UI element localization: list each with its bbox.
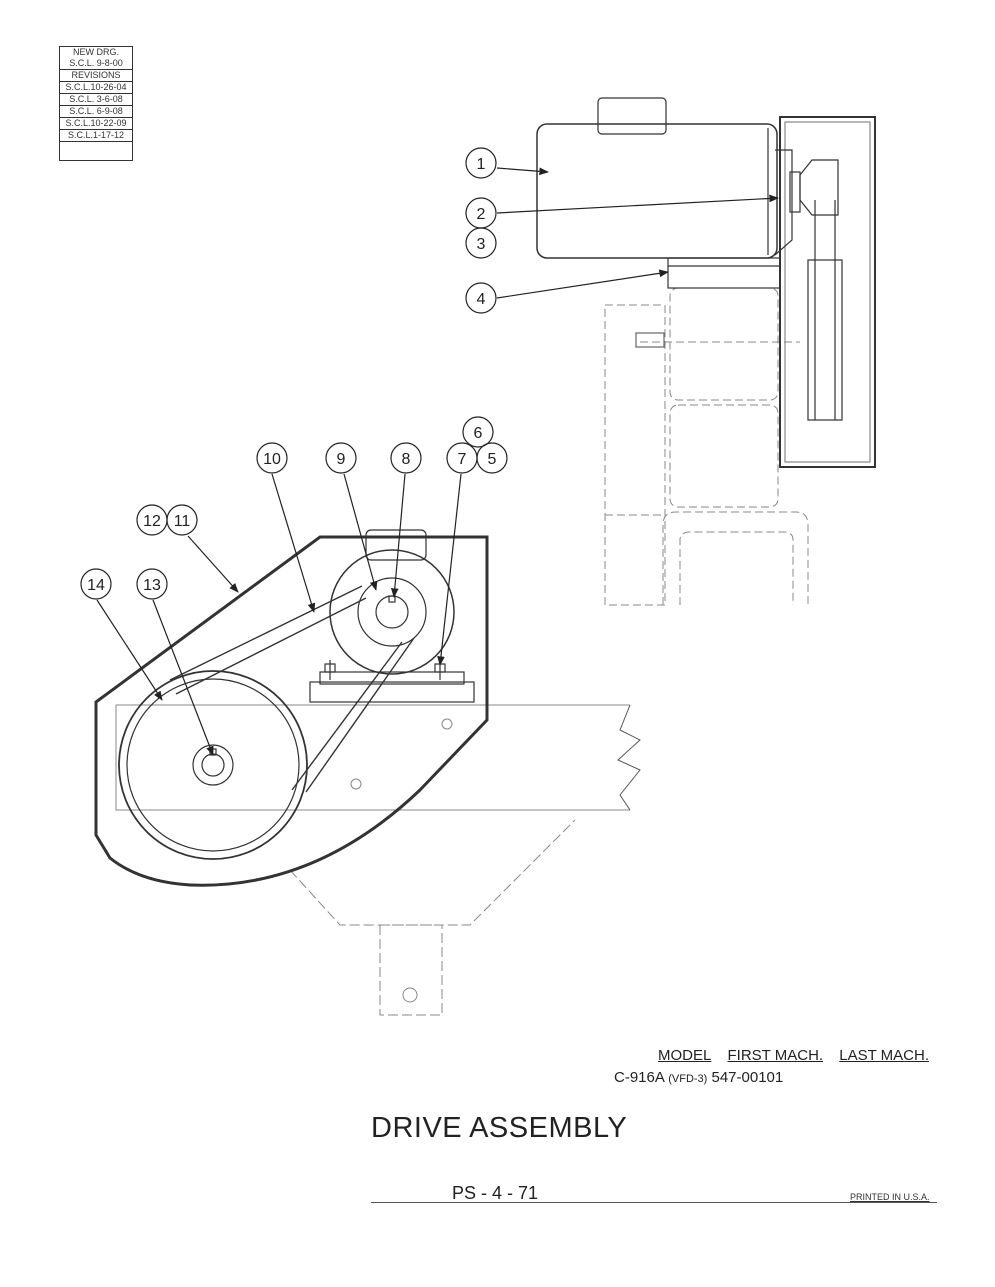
side-motor <box>536 123 778 259</box>
revision-empty-row <box>60 141 132 160</box>
motor-junction-box <box>365 529 427 561</box>
leader-line-1 <box>496 167 549 176</box>
v-belt <box>169 585 415 793</box>
model-table-header: MODEL FIRST MACH. LAST MACH. <box>658 1047 941 1064</box>
revision-entry: S.C.L.10-26-04 <box>60 81 132 93</box>
callout-circle-1 <box>465 147 497 179</box>
callout-number-3: 3 <box>477 236 486 253</box>
callout-number-13: 13 <box>143 577 161 594</box>
leader-line-14 <box>96 599 163 701</box>
revision-header-line-1: NEW DRG. <box>73 47 119 57</box>
large-sheave <box>118 670 308 860</box>
callout-number-5: 5 <box>488 451 497 468</box>
revision-header-line-2: S.C.L. 9-8-00 <box>69 58 123 68</box>
side-shaft-stub <box>635 332 665 348</box>
belt-guard <box>94 535 489 887</box>
callout-number-10: 10 <box>263 451 281 468</box>
revisions-label: REVISIONS <box>60 69 132 81</box>
callout-number-2: 2 <box>477 206 486 223</box>
leader-line-4 <box>496 269 669 299</box>
callout-circle-10 <box>256 442 288 474</box>
leader-line-7 <box>437 473 462 666</box>
callout-number-4: 4 <box>477 291 486 308</box>
callout-circle-7 <box>446 442 478 474</box>
callout-number-7: 7 <box>458 451 467 468</box>
revision-block: NEW DRG. S.C.L. 9-8-00 REVISIONS S.C.L.1… <box>59 46 133 161</box>
callout-number-6: 6 <box>474 425 483 442</box>
first-mach-column-header: FIRST MACH. <box>727 1047 824 1064</box>
callout-circle-14 <box>80 568 112 600</box>
callout-number-14: 14 <box>87 577 105 594</box>
callout-circle-9 <box>325 442 357 474</box>
revision-entry: S.C.L. 3-6-08 <box>60 93 132 105</box>
leader-line-8 <box>390 473 406 598</box>
revision-entry: S.C.L.1-17-12 <box>60 129 132 141</box>
callout-circle-4 <box>465 282 497 314</box>
side-belt-guard <box>779 116 876 468</box>
side-motor-junction-box <box>597 97 667 135</box>
drawing-title: DRIVE ASSEMBLY <box>371 1112 628 1144</box>
motor-base <box>309 681 475 703</box>
model-value: C-916A <box>614 1069 665 1086</box>
motor-body <box>329 549 455 675</box>
callout-circle-8 <box>390 442 422 474</box>
model-suffix: (VFD-3) <box>668 1073 708 1085</box>
revision-entry: S.C.L. 6-9-08 <box>60 105 132 117</box>
side-driven-sheave <box>807 259 843 421</box>
leader-line-2 <box>496 194 779 214</box>
side-view-frame <box>604 287 809 606</box>
first-mach-value: 547-00101 <box>711 1069 784 1086</box>
page-number: PS - 4 - 71 <box>452 1183 539 1203</box>
callout-number-1: 1 <box>477 156 486 173</box>
callout-circle-13 <box>136 568 168 600</box>
callout-circle-3 <box>465 227 497 259</box>
front-view <box>94 529 641 1016</box>
leader-line-11-12 <box>187 535 239 593</box>
model-table-row: C-916A (VFD-3) 547-00101 <box>614 1069 783 1086</box>
leader-line-10 <box>271 473 316 613</box>
callout-number-8: 8 <box>402 451 411 468</box>
callout-number-12: 12 <box>143 513 161 530</box>
side-motor-base <box>667 257 781 289</box>
side-view <box>536 97 876 606</box>
callout-number-9: 9 <box>337 451 346 468</box>
revision-entry: S.C.L.10-22-09 <box>60 117 132 129</box>
side-motor-sheave <box>799 159 839 216</box>
model-column-header: MODEL <box>658 1047 712 1064</box>
side-bracket <box>774 149 793 256</box>
leader-line-9 <box>343 473 378 591</box>
motor-sheave <box>357 577 427 647</box>
printed-note: PRINTED IN U.S.A. <box>850 1192 930 1202</box>
callout-number-11: 11 <box>174 513 191 530</box>
callout-circle-12 <box>136 504 168 536</box>
footer-rule <box>371 1202 937 1203</box>
leader-line-13 <box>152 599 214 756</box>
last-mach-column-header: LAST MACH. <box>839 1047 929 1064</box>
callout-circle-6 <box>462 416 494 448</box>
front-view-base <box>115 704 641 1016</box>
